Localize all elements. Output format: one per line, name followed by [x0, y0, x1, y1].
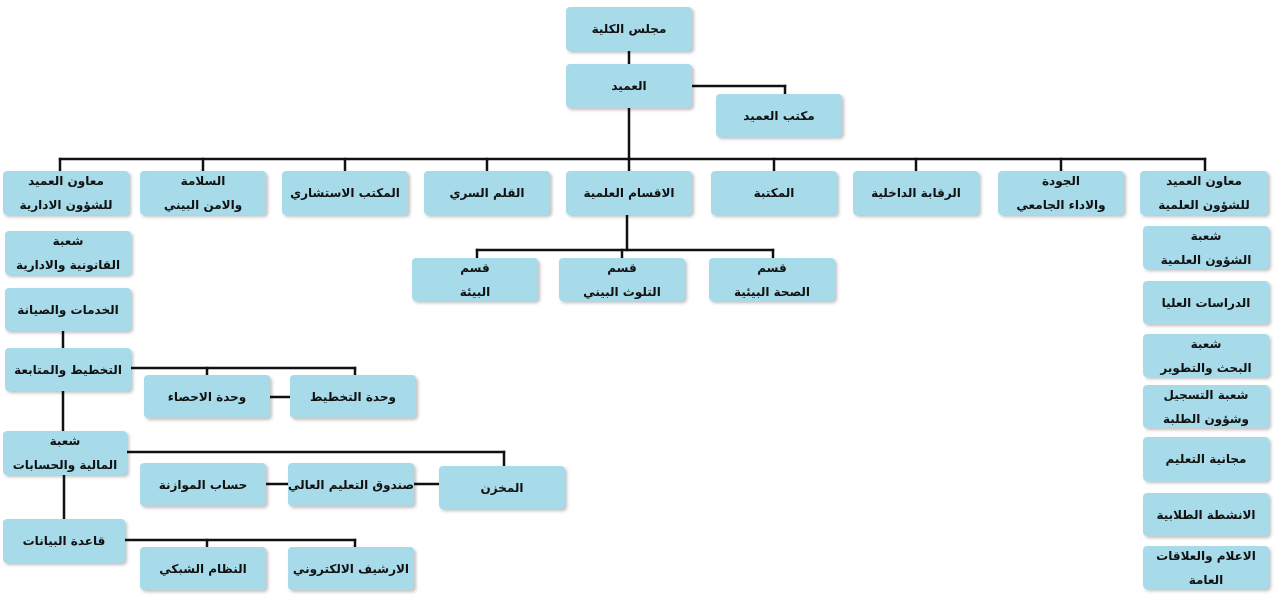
node-label: الاعلام والعلاقات العامة	[1156, 548, 1256, 587]
node-label: وحدة الاحصاء	[167, 389, 247, 404]
node-internal-audit: الرقابة الداخلية	[853, 171, 979, 215]
node-label: المكتب الاستشاري	[290, 186, 400, 200]
node-label: الاقسام العلمية	[583, 186, 675, 200]
node-label: قسم البيئة	[459, 260, 491, 299]
node-dean: العميد	[566, 64, 692, 108]
node-label: الانشطة الطلابية	[1156, 507, 1256, 522]
node-higher-edu-fund: صندوق التعليم العالي	[288, 463, 414, 506]
node-store: المخزن	[439, 466, 565, 509]
node-label: قاعدة البيانات	[22, 534, 106, 548]
node-label: شعبة التسجيل وشؤون الطلبة	[1162, 387, 1250, 426]
node-network-system: النظام الشبكي	[140, 547, 266, 590]
node-research-development: شعبة البحث والتطوير	[1143, 334, 1269, 377]
node-free-education: مجانية التعليم	[1143, 437, 1269, 481]
node-scientific-affairs: شعبة الشؤون العلمية	[1143, 226, 1269, 269]
node-label: قسم الصحة البيئية	[733, 260, 811, 299]
node-registration-students: شعبة التسجيل وشؤون الطلبة	[1143, 385, 1269, 428]
node-scientific-departments: الاقسام العلمية	[566, 171, 692, 215]
node-label: العميد	[611, 79, 647, 93]
node-label: المخزن	[480, 480, 524, 495]
node-quality: الجودة والاداء الجامعي	[998, 171, 1124, 215]
node-planning-unit: وحدة التخطيط	[290, 375, 416, 418]
node-dept-env-health: قسم الصحة البيئية	[709, 258, 835, 301]
node-label: القلم السري	[449, 186, 525, 200]
node-library: المكتبة	[711, 171, 837, 215]
node-label: معاون العميد للشؤون العلمية	[1158, 174, 1250, 212]
node-label: شعبة الشؤون العلمية	[1160, 228, 1252, 267]
node-label: صندوق التعليم العالي	[287, 477, 414, 492]
node-label: وحدة التخطيط	[310, 389, 396, 404]
node-budget-account: حساب الموازنة	[140, 463, 266, 506]
node-dean-office: مكتب العميد	[716, 94, 842, 137]
node-label: شعبة القانونية والادارية	[15, 234, 121, 272]
node-label: الارشيف الالكتروني	[292, 561, 410, 576]
node-dept-environment: قسم البيئة	[412, 258, 538, 301]
node-label: شعبة البحث والتطوير	[1160, 336, 1252, 375]
node-label: مجلس الكلية	[591, 22, 667, 36]
node-secret-office: القلم السري	[424, 171, 550, 215]
node-label: الخدمات والصيانة	[17, 302, 119, 317]
node-dept-pollution: قسم التلوث البيني	[559, 258, 685, 301]
node-scientific-vice-dean: معاون العميد للشؤون العلمية	[1140, 171, 1268, 215]
node-admin-vice-dean: معاون العميد للشؤون الادارية	[3, 171, 129, 215]
node-statistics-unit: وحدة الاحصاء	[144, 375, 270, 418]
node-label: النظام الشبكي	[159, 561, 247, 576]
node-label: الدراسات العليا	[1161, 295, 1251, 310]
node-label: السلامة والامن البيني	[163, 174, 243, 212]
node-label: شعبة المالية والحسابات	[12, 434, 118, 472]
node-finance-accounts: شعبة المالية والحسابات	[3, 431, 127, 475]
node-services-maintenance: الخدمات والصيانة	[5, 288, 131, 331]
node-student-activities: الانشطة الطلابية	[1143, 493, 1269, 536]
node-label: الرقابة الداخلية	[871, 186, 961, 200]
node-college-council: مجلس الكلية	[566, 7, 692, 51]
node-media-public-relations: الاعلام والعلاقات العامة	[1143, 546, 1269, 589]
node-label: الجودة والاداء الجامعي	[1016, 174, 1106, 212]
node-label: التخطيط والمتابعة	[14, 362, 122, 377]
node-graduate-studies: الدراسات العليا	[1143, 281, 1269, 324]
node-electronic-archive: الارشيف الالكتروني	[288, 547, 414, 590]
node-label: مجانية التعليم	[1165, 452, 1247, 466]
node-planning-followup: التخطيط والمتابعة	[5, 348, 131, 391]
node-label: قسم التلوث البيني	[583, 260, 661, 299]
node-database: قاعدة البيانات	[3, 519, 125, 563]
node-legal-admin: شعبة القانونية والادارية	[5, 231, 131, 275]
node-label: معاون العميد للشؤون الادارية	[19, 174, 113, 212]
node-consultant-office: المكتب الاستشاري	[282, 171, 408, 215]
node-label: المكتبة	[753, 186, 795, 200]
node-label: حساب الموازنة	[158, 477, 248, 492]
node-label: مكتب العميد	[743, 108, 815, 123]
node-safety: السلامة والامن البيني	[140, 171, 266, 215]
